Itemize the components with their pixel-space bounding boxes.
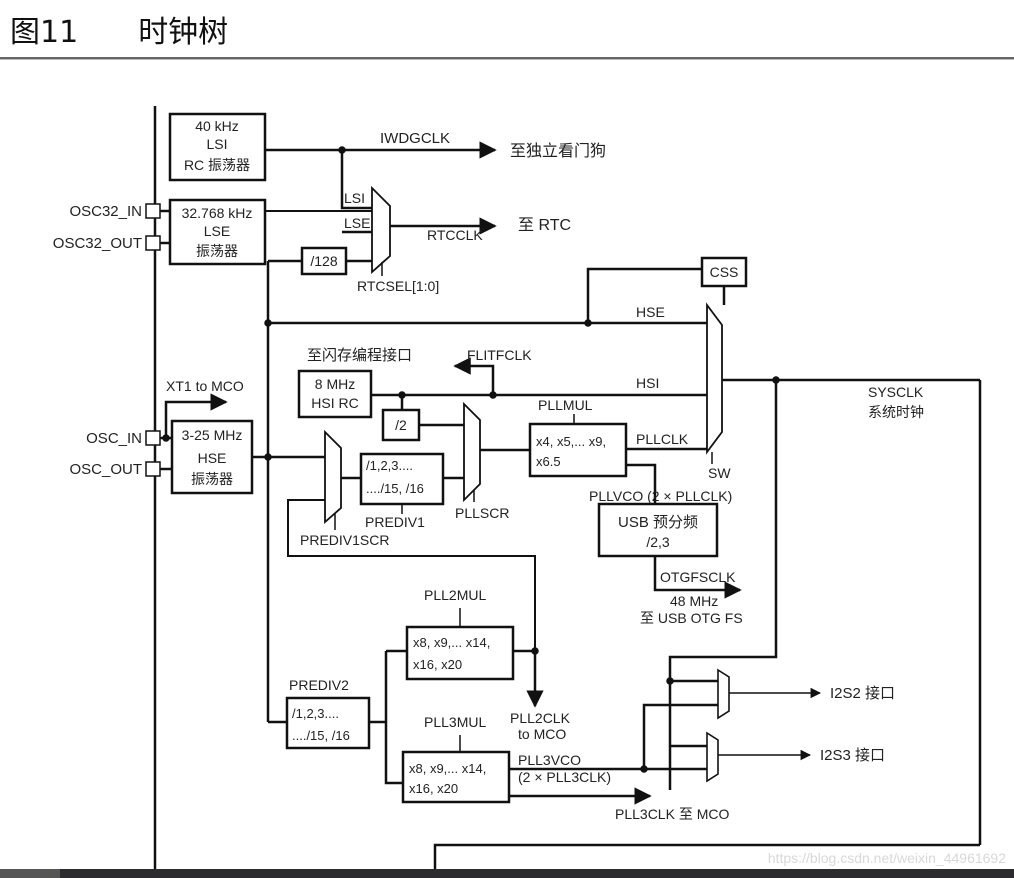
osc-in-pin <box>145 430 161 446</box>
i2s2-label: I2S2 接口 <box>830 685 895 702</box>
lsi-block <box>168 112 267 182</box>
to-iwdg-label: 至独立看门狗 <box>510 142 606 160</box>
osc-in-label: OSC_IN <box>86 430 142 447</box>
lse-block <box>168 198 267 266</box>
lse-line1: 32.768 kHz <box>182 205 253 221</box>
sw-label: SW <box>708 465 731 481</box>
otgfsclk-label: OTGFSCLK <box>660 569 736 585</box>
osc32-in-pin <box>145 203 161 219</box>
figure-number: 图11 <box>10 15 79 50</box>
osc-out-pin <box>145 461 161 477</box>
prediv2-label: PREDIV2 <box>289 677 349 693</box>
pllscr-label: PLLSCR <box>455 505 509 521</box>
iwdgclk-label: IWDGCLK <box>380 130 450 147</box>
osc32-in-label: OSC32_IN <box>69 203 142 220</box>
pllmul-label: PLLMUL <box>538 397 593 413</box>
usb-prescaler-line1: USB 预分频 <box>618 514 698 531</box>
div2-label: /2 <box>395 417 407 433</box>
pll3clk-mco-label: PLL3CLK 至 MCO <box>615 806 729 822</box>
div128-label: /128 <box>310 253 337 269</box>
i2s2-mux <box>717 668 730 720</box>
pll3mul-line1: x8, x9,... x14, <box>409 761 486 776</box>
flitfclk-label: FLITFCLK <box>467 347 532 363</box>
figure-title: 时钟树 <box>138 15 229 50</box>
lsi-input-label: LSI <box>344 190 365 206</box>
usb-prescaler-line2: /2,3 <box>646 534 670 550</box>
osc32-out-pin <box>145 235 161 251</box>
pllscr-mux <box>463 401 481 503</box>
pllmul-line1: x4, x5,... x9, <box>536 434 606 449</box>
lsi-line2: LSI <box>206 136 227 152</box>
pllvco-label: PLLVCO (2 × PLLCLK) <box>589 488 732 504</box>
hse-line2: HSE <box>198 450 227 466</box>
header-rule <box>0 57 1014 60</box>
lse-line2: LSE <box>204 223 230 239</box>
xt1-to-mco-label: XT1 to MCO <box>166 378 244 394</box>
to-rtc-label: 至 RTC <box>518 217 571 234</box>
osc32-out-label: OSC32_OUT <box>53 235 142 252</box>
sysclk-label: SYSCLK <box>868 384 924 400</box>
figure-header: 图11 时钟树 <box>10 4 228 54</box>
pllmul-line2: x6.5 <box>536 454 561 469</box>
pll3vco-label-2: (2 × PLL3CLK) <box>518 769 611 785</box>
sysclk-cn-label: 系统时钟 <box>868 404 924 420</box>
i2s3-mux <box>706 731 719 783</box>
hse-line-label: HSE <box>636 304 665 320</box>
prediv2-line2: ..../15, /16 <box>292 728 350 743</box>
prediv1scr-mux <box>324 429 342 524</box>
sw-mux <box>706 302 723 455</box>
pll2clk-label-2: to MCO <box>518 726 566 742</box>
rtcclk-label: RTCCLK <box>427 227 483 243</box>
hsi-line-label: HSI <box>636 375 659 391</box>
lse-line3: 振荡器 <box>196 243 238 259</box>
prediv1-label: PREDIV1 <box>365 514 425 530</box>
prediv1scr-label: PREDIV1SCR <box>300 532 389 548</box>
pll3mul-line2: x16, x20 <box>409 781 458 796</box>
bottom-bar-segment <box>0 869 60 878</box>
prediv1-line2: ..../15, /16 <box>366 481 424 496</box>
rtc-mux <box>371 185 391 275</box>
prediv1-line1: /1,2,3.... <box>366 458 413 473</box>
usb-prescaler-block <box>597 502 719 558</box>
lsi-line3: RC 振荡器 <box>184 157 250 173</box>
to-usb-label: 至 USB OTG FS <box>640 610 743 626</box>
css-label: CSS <box>710 264 739 280</box>
to-flash-label: 至闪存编程接口 <box>307 347 412 364</box>
lse-input-label: LSE <box>344 215 370 231</box>
watermark: https://blog.csdn.net/weixin_44961692 <box>767 850 1006 866</box>
hsi-line2: HSI RC <box>311 395 358 411</box>
pll2clk-label-1: PLL2CLK <box>510 710 571 726</box>
pll2mul-line1: x8, x9,... x14, <box>413 635 490 650</box>
rtcsel-label: RTCSEL[1:0] <box>357 278 439 294</box>
osc-out-label: OSC_OUT <box>69 461 142 478</box>
pll3vco-label-1: PLL3VCO <box>518 752 581 768</box>
prediv2-line1: /1,2,3.... <box>292 706 339 721</box>
hsi-line1: 8 MHz <box>315 376 355 392</box>
bottom-bar <box>0 869 1014 878</box>
i2s3-label: I2S3 接口 <box>820 747 885 764</box>
hse-line3: 振荡器 <box>191 471 233 487</box>
pll2mul-label: PLL2MUL <box>424 587 486 603</box>
hse-line1: 3-25 MHz <box>182 427 243 443</box>
pll3mul-block <box>401 750 511 804</box>
pllclk-label: PLLCLK <box>636 431 689 447</box>
pll3mul-label: PLL3MUL <box>424 714 486 730</box>
lsi-line1: 40 kHz <box>195 118 239 134</box>
pll2mul-line2: x16, x20 <box>413 657 462 672</box>
48mhz-label: 48 MHz <box>670 593 718 609</box>
